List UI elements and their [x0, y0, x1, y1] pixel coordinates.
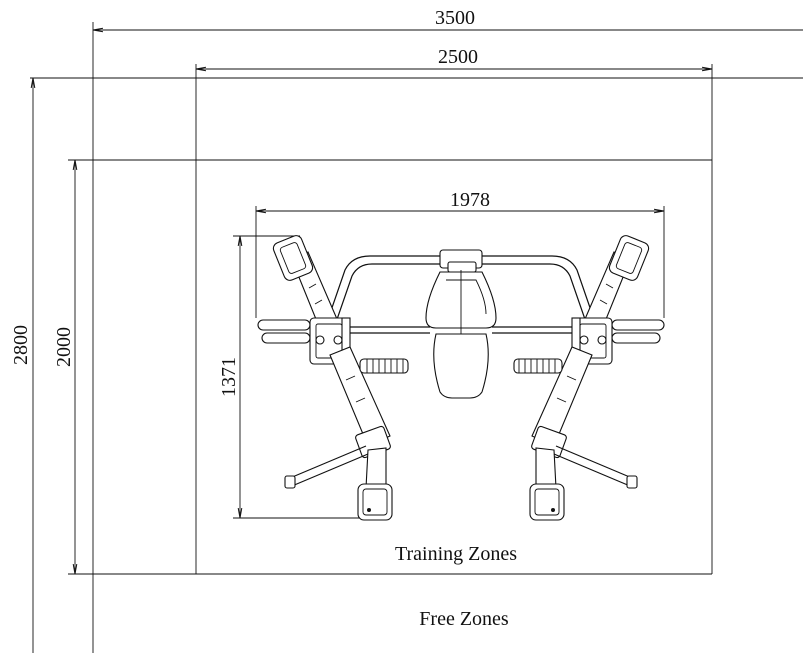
dimension-lines [30, 22, 803, 653]
dim-overall-width: 3500 [435, 7, 475, 29]
dim-machine-width: 1978 [450, 189, 490, 211]
dim-overall-depth: 2800 [10, 325, 32, 365]
training-zone-label: Training Zones [395, 543, 517, 565]
dim-training-depth: 2000 [53, 327, 75, 367]
exercise-machine [258, 234, 664, 520]
machine-right-half [492, 234, 664, 520]
dim-training-width: 2500 [438, 46, 478, 68]
machine-left-half [258, 234, 430, 520]
free-zone-label: Free Zones [419, 608, 509, 630]
dim-machine-depth: 1371 [218, 357, 240, 397]
